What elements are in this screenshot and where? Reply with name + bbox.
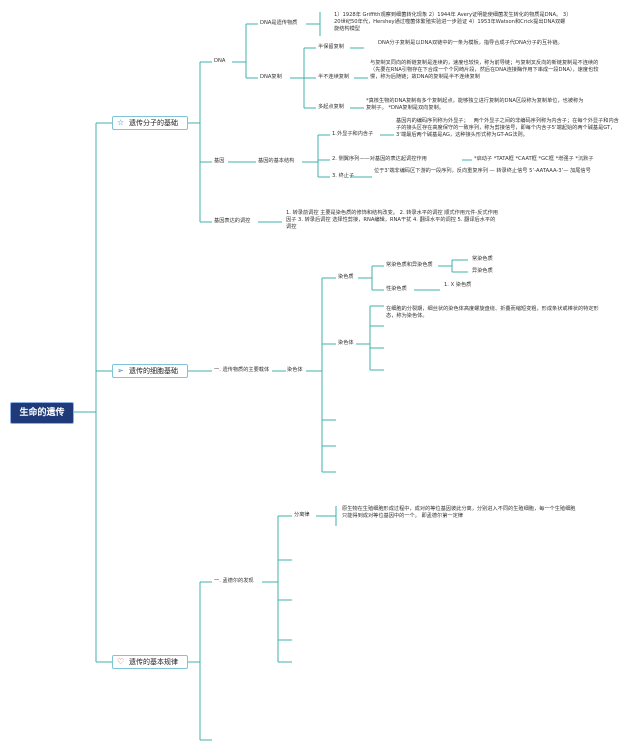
node-flanking-sequence[interactable]: 2. 侧翼序列——对基因的表达起调控作用 [332, 156, 427, 162]
text-multi-origin: *真核生物的DNA复制有多个复制起点，能够独立进行复制的DNA区段称为复制单位，… [366, 98, 584, 111]
topic-label: 遗传的细胞基础 [129, 367, 178, 375]
node-chromosome-carrier[interactable]: 染色体 [287, 367, 303, 373]
node-multi-origin[interactable]: 多起点复制 [318, 104, 344, 110]
topic-label: 遗传的基本规律 [129, 658, 178, 666]
node-dna-genetic-material[interactable]: DNA是遗传物质 [260, 20, 298, 26]
node-segregation-law[interactable]: 分离律 [294, 512, 310, 518]
node-exon-intron[interactable]: 1.外显子和内含子 [332, 131, 374, 137]
node-sex-chromatin[interactable]: 性染色质 [386, 286, 407, 292]
text-flanking-sequence: *启动子 *TATA框 *CAAT框 *GC框 *增强子 *沉默子 [474, 156, 594, 162]
text-semi-discontinuous: 与复制叉同向的新链复制是连续的，速度也较快，称为前导链；与复制叉反向的新链复制是… [370, 60, 599, 80]
node-semi-discontinuous[interactable]: 半不连续复制 [318, 74, 350, 80]
topic-basic-laws[interactable]: ♡ 遗传的基本规律 [112, 655, 188, 669]
heart-icon: ♡ [117, 657, 125, 666]
node-terminator[interactable]: 3. 终止子 [332, 173, 355, 179]
star-icon: ☆ [117, 118, 125, 127]
send-icon: ➢ [117, 366, 124, 375]
node-expression-regulation[interactable]: 基因表达的调控 [214, 218, 251, 224]
node-dna-replication[interactable]: DNA复制 [260, 74, 282, 80]
node-x-chromatin[interactable]: 1. X 染色质 [444, 282, 472, 288]
node-gene-structure[interactable]: 基因的基本结构 [258, 158, 295, 164]
node-gene[interactable]: 基因 [214, 158, 225, 164]
node-chromatin[interactable]: 染色质 [338, 274, 354, 280]
node-chromosome[interactable]: 染色体 [338, 340, 354, 346]
node-heterochromatin[interactable]: 异染色质 [472, 268, 493, 274]
node-euchromatin[interactable]: 常染色质 [472, 256, 493, 262]
text-expression-regulation: 1. 转录前调控 主要是染色质的修饰和结构改变。 2. 转录水平的调控 顺式作用… [286, 210, 498, 230]
text-segregation-law: 原生物在生殖细胞形成过程中，成对的等位基因彼此分离，分别进入不同的生殖细胞，每一… [342, 506, 576, 519]
node-semi-conservative[interactable]: 半保留复制 [318, 44, 344, 50]
text-dna-genetic-material: 1）1928年 Griffith观察到细菌转化现象 2）1944年 Avery证… [334, 12, 569, 32]
text-chromosome: 在细胞的分裂期，细丝状的染色体高度螺旋盘绕、折叠而缩短变粗，形成条状或棒状的特定… [386, 306, 599, 319]
node-dna[interactable]: DNA [214, 58, 226, 64]
text-exon-intron: 基因内的编码序列称为外显子； 两个外显子之间的非编码序列称为内含子；在每个外显子… [396, 118, 619, 138]
topic-label: 遗传分子的基础 [129, 119, 178, 127]
topic-cell-basis[interactable]: ➢ 遗传的细胞基础 [112, 364, 188, 378]
node-main-carrier[interactable]: 一. 遗传物质的主要载体 [214, 367, 270, 373]
node-eu-hetero-chromatin[interactable]: 常染色质和异染色质 [386, 262, 433, 268]
root-topic[interactable]: 生命的遗传 [10, 402, 74, 424]
text-semi-conservative: DNA分子复制是以DNA双链中的一条为模板，指导合成子代DNA分子的互补链。 [378, 40, 563, 46]
text-terminator: 位于3’端非编码区下游的一段序列，反向重复序列 — 转录终止信号 5’-AATA… [374, 168, 591, 174]
topic-molecule-basis[interactable]: ☆ 遗传分子的基础 [112, 116, 188, 130]
node-mendel-discovery[interactable]: 一. 孟德尔的发现 [214, 578, 254, 584]
